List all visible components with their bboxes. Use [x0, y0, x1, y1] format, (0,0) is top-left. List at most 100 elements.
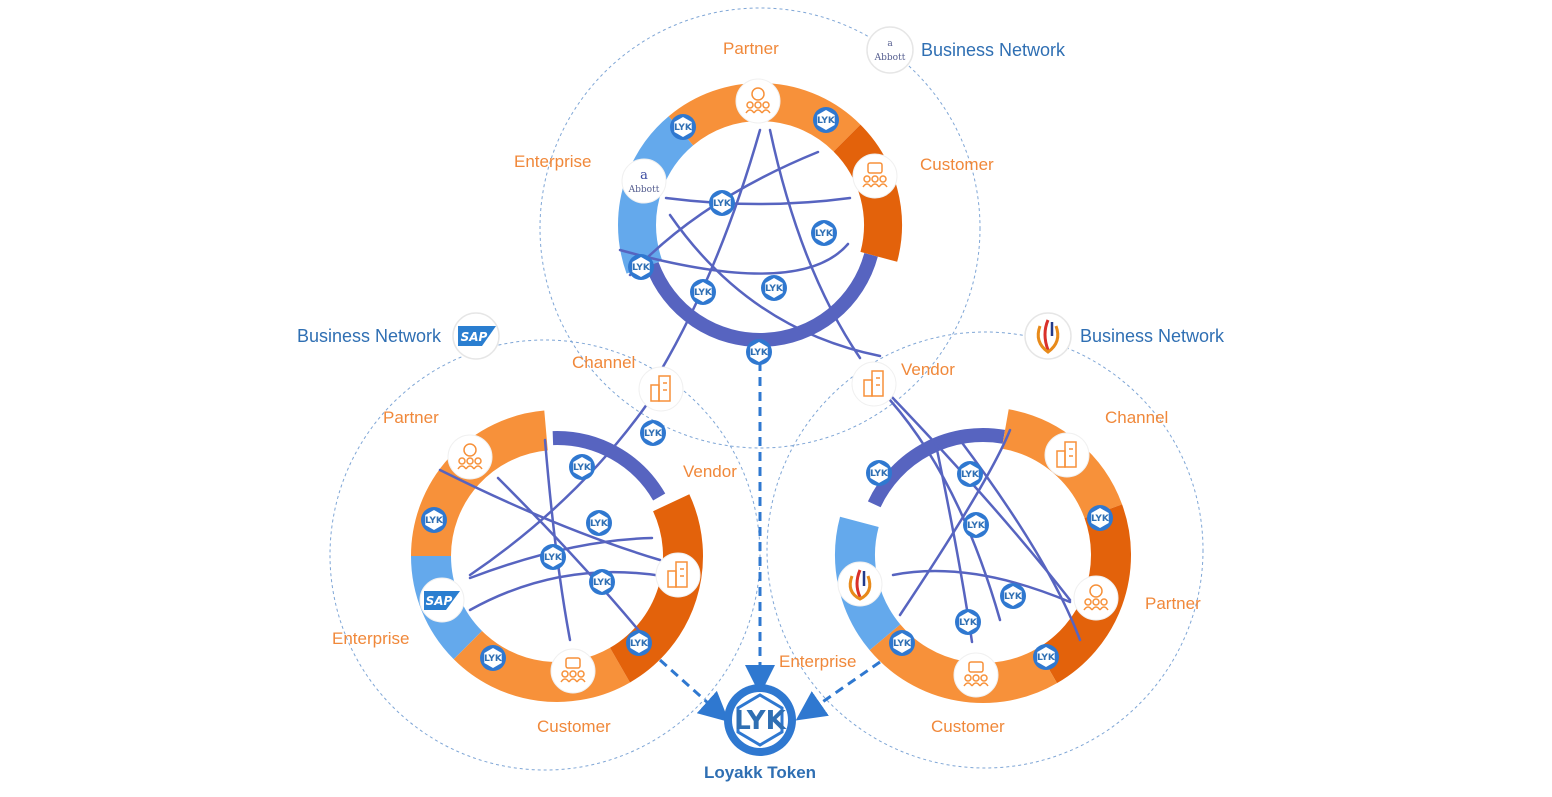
right-enterprise-flame-icon [837, 561, 883, 607]
top-customer-chat-icon [852, 153, 898, 199]
svg-text:LYK: LYK [694, 288, 713, 298]
top-vendor-label: Vendor [901, 360, 955, 379]
left-customer-label: Customer [537, 717, 611, 736]
lyk-node-icon: LYK [626, 630, 652, 656]
svg-text:LYK: LYK [750, 348, 769, 358]
lyk-node-icon: LYK [1000, 583, 1026, 609]
svg-text:LYK: LYK [1004, 592, 1023, 602]
right-channel-building-icon [1044, 432, 1090, 478]
top-customer-label: Customer [920, 155, 994, 174]
lyk-node-icon: LYK [690, 279, 716, 305]
lyk-node-icon: LYK [955, 609, 981, 635]
svg-text:LYK: LYK [425, 516, 444, 526]
network-boundary-top [539, 7, 981, 449]
lyk-node-icon: LYK [811, 220, 837, 246]
lyk-node-icon: LYK [746, 339, 772, 365]
lyk-node-icon: LYK [628, 254, 654, 280]
svg-text:Abbott: Abbott [628, 185, 660, 195]
svg-text:LYK: LYK [644, 429, 663, 439]
left-vendor-label: Vendor [683, 462, 737, 481]
lyk-node-icon: LYK [813, 107, 839, 133]
right-partner-label: Partner [1145, 594, 1201, 613]
left-vendor-building-icon [655, 552, 701, 598]
right-partner-people-icon [1073, 575, 1119, 621]
lyk-node-icon: LYK [540, 544, 566, 570]
svg-text:LYK: LYK [959, 618, 978, 628]
svg-text:LYK: LYK [593, 578, 612, 588]
svg-text:LYK: LYK [632, 263, 651, 273]
arrow-left-to-token [658, 658, 730, 723]
right-customer-label: Customer [931, 717, 1005, 736]
lyk-node-icon: LYK [889, 630, 915, 656]
top-channel-building-icon [638, 366, 684, 412]
top-ring-navy-arc [645, 252, 878, 347]
top-partner-label: Partner [723, 39, 779, 58]
right-enterprise-label: Enterprise [779, 652, 856, 671]
token-arrows [658, 362, 881, 723]
top-network-title: Business Network [921, 40, 1066, 60]
lyk-node-icon: LYK [480, 645, 506, 671]
network-titles: a Abbott Business Network Business Netwo… [297, 26, 1225, 360]
token-label: Loyakk Token [704, 763, 816, 782]
lyk-node-icon: LYK [569, 454, 595, 480]
svg-text:LYK: LYK [674, 123, 693, 133]
svg-text:LYK: LYK [544, 553, 563, 563]
sap-logo-badge: SAP [452, 312, 500, 360]
svg-text:SAP: SAP [426, 594, 453, 608]
loyakk-token: LYK Loyakk Token [704, 684, 816, 782]
lyk-node-icon: LYK [866, 460, 892, 486]
svg-text:LYK: LYK [590, 519, 609, 529]
sap-logo-text: SAP [461, 330, 488, 344]
lyk-node-icon: LYK [957, 461, 983, 487]
lyk-node-icon: LYK [963, 512, 989, 538]
left-partner-people-icon [447, 434, 493, 480]
lyk-node-icon: LYK [1033, 644, 1059, 670]
left-enterprise-sap-icon: SAP [419, 577, 465, 623]
lyk-badges: LYK LYK LYK LYK LYK LYK LYK LYK LYK LYK LYK LYK LYK L… [421, 107, 1113, 671]
lyk-node-icon: LYK [709, 190, 735, 216]
left-enterprise-label: Enterprise [332, 629, 409, 648]
lyk-node-icon: LYK [670, 114, 696, 140]
left-ring-navy-arc [552, 431, 666, 501]
svg-text:LYK: LYK [817, 116, 836, 126]
left-network-title: Business Network [297, 326, 442, 346]
flame-logo-badge [1024, 312, 1072, 360]
lyk-node-icon: LYK [589, 569, 615, 595]
segment-labels: Partner Customer Enterprise Channel Vend… [332, 39, 1201, 736]
token-symbol: LYK [734, 706, 786, 736]
left-customer-chat-icon [550, 648, 596, 694]
svg-text:LYK: LYK [967, 521, 986, 531]
svg-text:LYK: LYK [870, 469, 889, 479]
left-partner-label: Partner [383, 408, 439, 427]
right-network-title: Business Network [1080, 326, 1225, 346]
svg-text:LYK: LYK [484, 654, 503, 664]
top-channel-label: Channel [572, 353, 635, 372]
top-partner-people-icon [735, 78, 781, 124]
lyk-node-icon: LYK [421, 507, 447, 533]
svg-text:LYK: LYK [815, 229, 834, 239]
svg-text:LYK: LYK [961, 470, 980, 480]
right-channel-label: Channel [1105, 408, 1168, 427]
svg-text:LYK: LYK [573, 463, 592, 473]
svg-text:LYK: LYK [1037, 653, 1056, 663]
network-boundary-right [766, 331, 1204, 769]
lyk-node-icon: LYK [586, 510, 612, 536]
abbott-logo-badge: a Abbott [866, 26, 914, 74]
lyk-node-icon: LYK [761, 275, 787, 301]
svg-text:LYK: LYK [1091, 514, 1110, 524]
network-boundary-left [329, 339, 761, 771]
svg-text:LYK: LYK [893, 639, 912, 649]
svg-text:a: a [887, 39, 893, 49]
abbott-logo-text: Abbott [874, 53, 906, 63]
svg-text:LYK: LYK [765, 284, 784, 294]
right-customer-chat-icon [953, 652, 999, 698]
top-vendor-building-icon [851, 361, 897, 407]
top-enterprise-label: Enterprise [514, 152, 591, 171]
svg-text:a: a [640, 168, 648, 183]
svg-text:LYK: LYK [713, 199, 732, 209]
lyk-node-icon: LYK [640, 420, 666, 446]
lyk-node-icon: LYK [1087, 505, 1113, 531]
